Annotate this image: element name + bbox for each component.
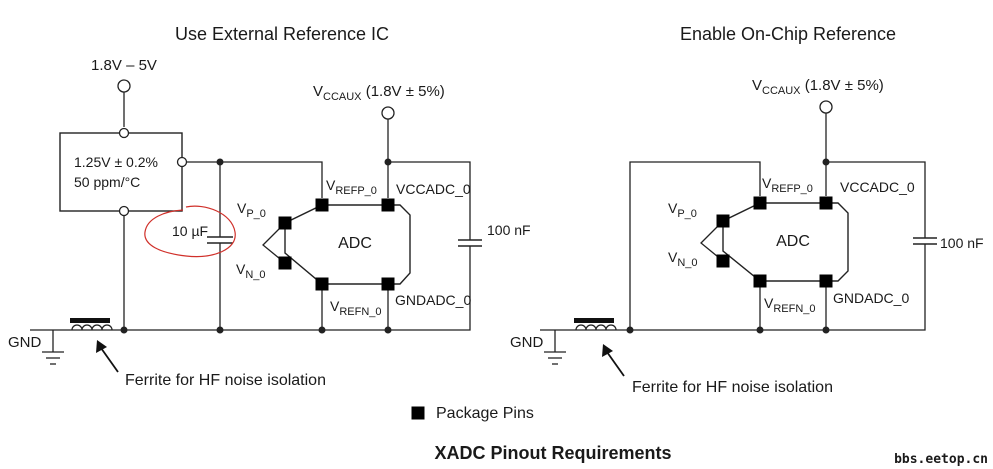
capacitor-10uf-label: 10 µF xyxy=(172,223,208,239)
vccaux-label-right: VCCAUX (1.8V ± 5%) xyxy=(752,77,884,97)
watermark: bbs.eetop.cn xyxy=(894,452,988,467)
package-pin-vn-right xyxy=(716,254,730,268)
supply-terminal xyxy=(117,79,131,93)
vccadc-label: VCCADC_0 xyxy=(396,181,471,197)
package-pin-vn xyxy=(278,256,292,270)
package-pin-vp xyxy=(278,216,292,230)
vn-label: VN_0 xyxy=(236,261,266,281)
ferrite-note-right: Ferrite for HF noise isolation xyxy=(632,379,833,396)
legend: Package Pins xyxy=(411,405,534,422)
package-pin-vrefp-right xyxy=(753,196,767,210)
figure-caption: XADC Pinout Requirements xyxy=(434,443,671,463)
ferrite-arrow-icon xyxy=(96,340,107,353)
package-pin-vccadc-right xyxy=(819,196,833,210)
vrefn-label-right: VREFN_0 xyxy=(764,295,816,315)
ferrite-inductor-icon-right xyxy=(575,324,617,331)
package-pin-gndadc xyxy=(381,277,395,291)
ferrite-bead-right xyxy=(574,318,614,323)
package-pin-vrefn xyxy=(315,277,329,291)
capacitor-100nf-label: 100 nF xyxy=(487,222,531,238)
red-annotation-circle xyxy=(144,205,236,258)
package-pin-vp-right xyxy=(716,214,730,228)
adc-label: ADC xyxy=(338,235,372,252)
vccaux-terminal-right xyxy=(819,100,833,114)
left-panel: Use External Reference IC 1.8V – 5V 1.25… xyxy=(8,24,531,389)
package-pin-vccadc xyxy=(381,198,395,212)
ferrite-bead xyxy=(70,318,110,323)
ferrite-arrow-icon-right xyxy=(602,344,613,357)
vccaux-terminal xyxy=(381,106,395,120)
gnd-label-right: GND xyxy=(510,334,544,351)
vccadc-label-right: VCCADC_0 xyxy=(840,179,915,195)
package-pin-legend-icon xyxy=(411,406,425,420)
vrefp-label-right: VREFP_0 xyxy=(762,175,813,195)
left-panel-title: Use External Reference IC xyxy=(175,24,389,44)
vrefp-label: VREFP_0 xyxy=(326,177,377,197)
gnd-label: GND xyxy=(8,334,42,351)
gndadc-label-right: GNDADC_0 xyxy=(833,290,909,306)
adc-block-right xyxy=(722,202,849,282)
ferrite-inductor-icon xyxy=(71,324,113,331)
right-panel-title: Enable On-Chip Reference xyxy=(680,24,896,44)
reference-ic-accuracy: 1.25V ± 0.2% xyxy=(74,154,158,170)
right-panel: Enable On-Chip Reference VCCAUX (1.8V ± … xyxy=(510,24,984,396)
adc-label-right: ADC xyxy=(776,233,810,250)
package-pin-vrefp xyxy=(315,198,329,212)
adc-block xyxy=(284,204,411,285)
reference-ic-box xyxy=(59,132,183,212)
package-pin-gndadc-right xyxy=(819,274,833,288)
vn-label-right: VN_0 xyxy=(668,249,698,269)
package-pin-vrefn-right xyxy=(753,274,767,288)
package-pins-legend-label: Package Pins xyxy=(436,405,534,422)
vp-label: VP_0 xyxy=(237,200,266,220)
vrefn-label: VREFN_0 xyxy=(330,298,382,318)
capacitor-100nf-label-right: 100 nF xyxy=(940,235,984,251)
ferrite-note: Ferrite for HF noise isolation xyxy=(125,372,326,389)
gndadc-label: GNDADC_0 xyxy=(395,292,471,308)
vccaux-label: VCCAUX (1.8V ± 5%) xyxy=(313,83,445,103)
vp-label-right: VP_0 xyxy=(668,200,697,220)
reference-ic-drift: 50 ppm/°C xyxy=(74,174,140,190)
supply-voltage-label: 1.8V – 5V xyxy=(91,57,157,74)
